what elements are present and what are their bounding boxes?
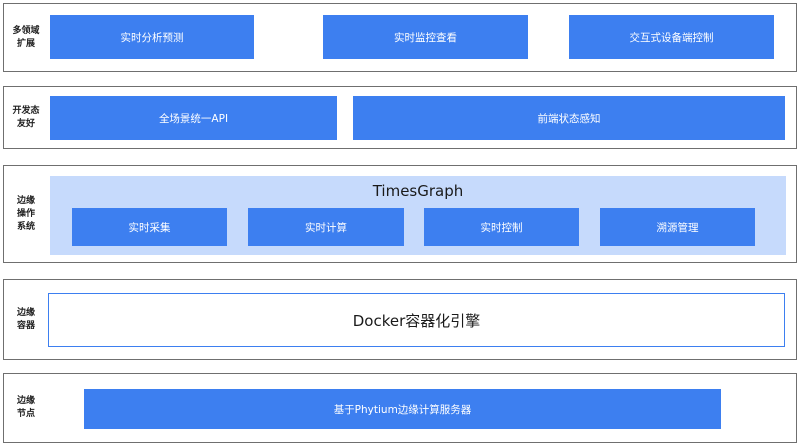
box-phytium-edge-server: 基于Phytium边缘计算服务器 <box>84 389 721 429</box>
timesgraph-panel: TimesGraph 实时采集 实时计算 实时控制 溯源管理 <box>50 176 786 255</box>
box-interactive-device-control: 交互式设备端控制 <box>569 15 774 59</box>
box-realtime-monitoring: 实时监控查看 <box>323 15 528 59</box>
layer-label-edge-node: 边缘 节点 <box>16 396 35 419</box>
layer-label-edge-container: 边缘 容器 <box>16 307 35 331</box>
layer-edge-os: 边缘 操作 系统 TimesGraph 实时采集 实时计算 实时控制 溯源管理 <box>3 165 797 263</box>
layer-label-dev-friendly: 开发态 友好 <box>12 105 40 129</box>
box-traceability-management: 溯源管理 <box>600 208 755 246</box>
box-realtime-collection: 实时采集 <box>72 208 227 246</box>
box-unified-api: 全场景统一API <box>50 96 337 140</box>
layer-dev-friendly: 开发态 友好 全场景统一API 前端状态感知 <box>3 86 797 149</box>
layer-edge-node: 边缘 节点 基于Phytium边缘计算服务器 <box>3 373 797 443</box>
docker-engine-box: Docker容器化引擎 <box>48 293 785 347</box>
layer-multi-domain: 多领域 扩展 实时分析预测 实时监控查看 交互式设备端控制 <box>3 3 797 72</box>
box-realtime-control: 实时控制 <box>424 208 579 246</box>
layer-edge-container: 边缘 容器 Docker容器化引擎 <box>3 279 797 360</box>
box-frontend-state-awareness: 前端状态感知 <box>353 96 785 140</box>
box-realtime-computing: 实时计算 <box>248 208 404 246</box>
layer-label-multi-domain: 多领域 扩展 <box>12 25 40 49</box>
layer-label-edge-os: 边缘 操作 系统 <box>16 195 35 232</box>
timesgraph-title: TimesGraph <box>372 182 464 200</box>
box-realtime-analysis-prediction: 实时分析预测 <box>50 15 254 59</box>
